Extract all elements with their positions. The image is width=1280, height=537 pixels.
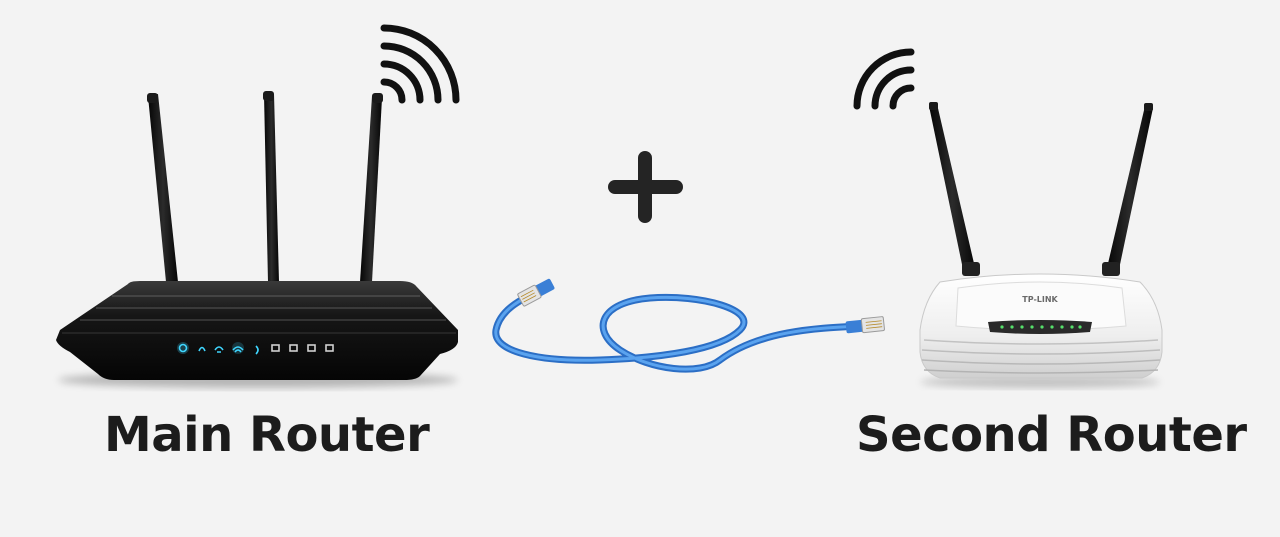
main-router — [56, 91, 458, 388]
lan3-led-icon — [307, 344, 316, 352]
second-router: TP-LINK — [919, 102, 1163, 388]
wan-led-icon — [255, 345, 259, 355]
power-led-icon — [178, 343, 188, 353]
wifi-signal-icon — [853, 48, 915, 110]
main-router-label: Main Router — [104, 407, 430, 463]
wps-led-icon — [214, 346, 224, 353]
lan2-led-icon — [289, 344, 298, 352]
wifi-led-icon — [232, 346, 244, 353]
lan1-led-icon — [271, 344, 280, 352]
second-router-status-leds — [1000, 325, 1082, 329]
plus-icon — [608, 151, 683, 223]
second-router-antennas — [929, 102, 1153, 276]
status-led-icon — [198, 346, 206, 352]
main-router-antennas — [147, 91, 383, 282]
ethernet-cable-icon — [492, 278, 885, 373]
wifi-signal-icon — [380, 24, 460, 104]
main-router-body — [56, 281, 458, 380]
router-brand-logo: TP-LINK — [1022, 295, 1058, 304]
second-router-label: Second Router — [856, 407, 1247, 463]
lan4-led-icon — [325, 344, 334, 352]
main-router-status-leds — [178, 343, 334, 355]
